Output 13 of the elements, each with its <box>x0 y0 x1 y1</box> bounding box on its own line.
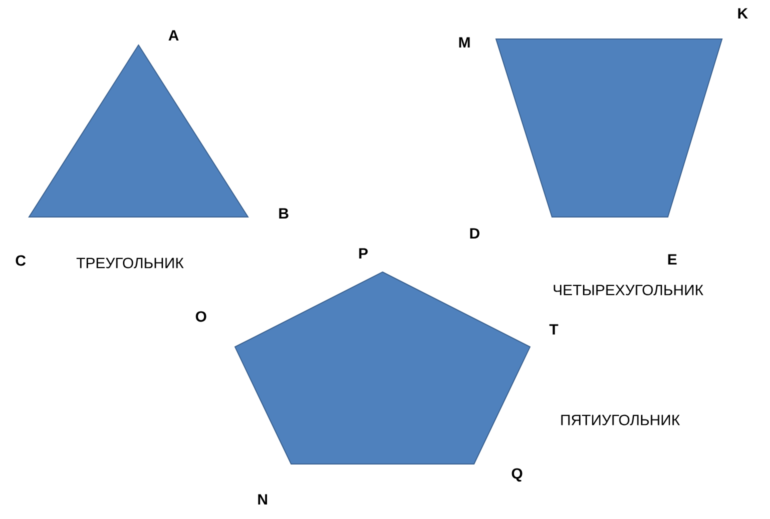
vertex-label: K <box>738 8 748 19</box>
vertex-label: E <box>668 254 677 265</box>
vertex-label: M <box>459 37 470 48</box>
vertex-label: T <box>549 324 558 335</box>
vertex-label: N <box>258 494 268 505</box>
vertex-label: C <box>16 255 26 266</box>
shape-name: ТРЕУГОЛЬНИК <box>76 258 184 268</box>
vertex-label: D <box>470 228 480 239</box>
vertex-label: P <box>359 248 368 259</box>
shape-name: ПЯТИУГОЛЬНИК <box>561 414 680 426</box>
vertex-label: O <box>196 311 206 322</box>
vertex-label: B <box>279 208 288 219</box>
shape-name: ЧЕТЫРЕХУГОЛЬНИК <box>554 284 704 296</box>
